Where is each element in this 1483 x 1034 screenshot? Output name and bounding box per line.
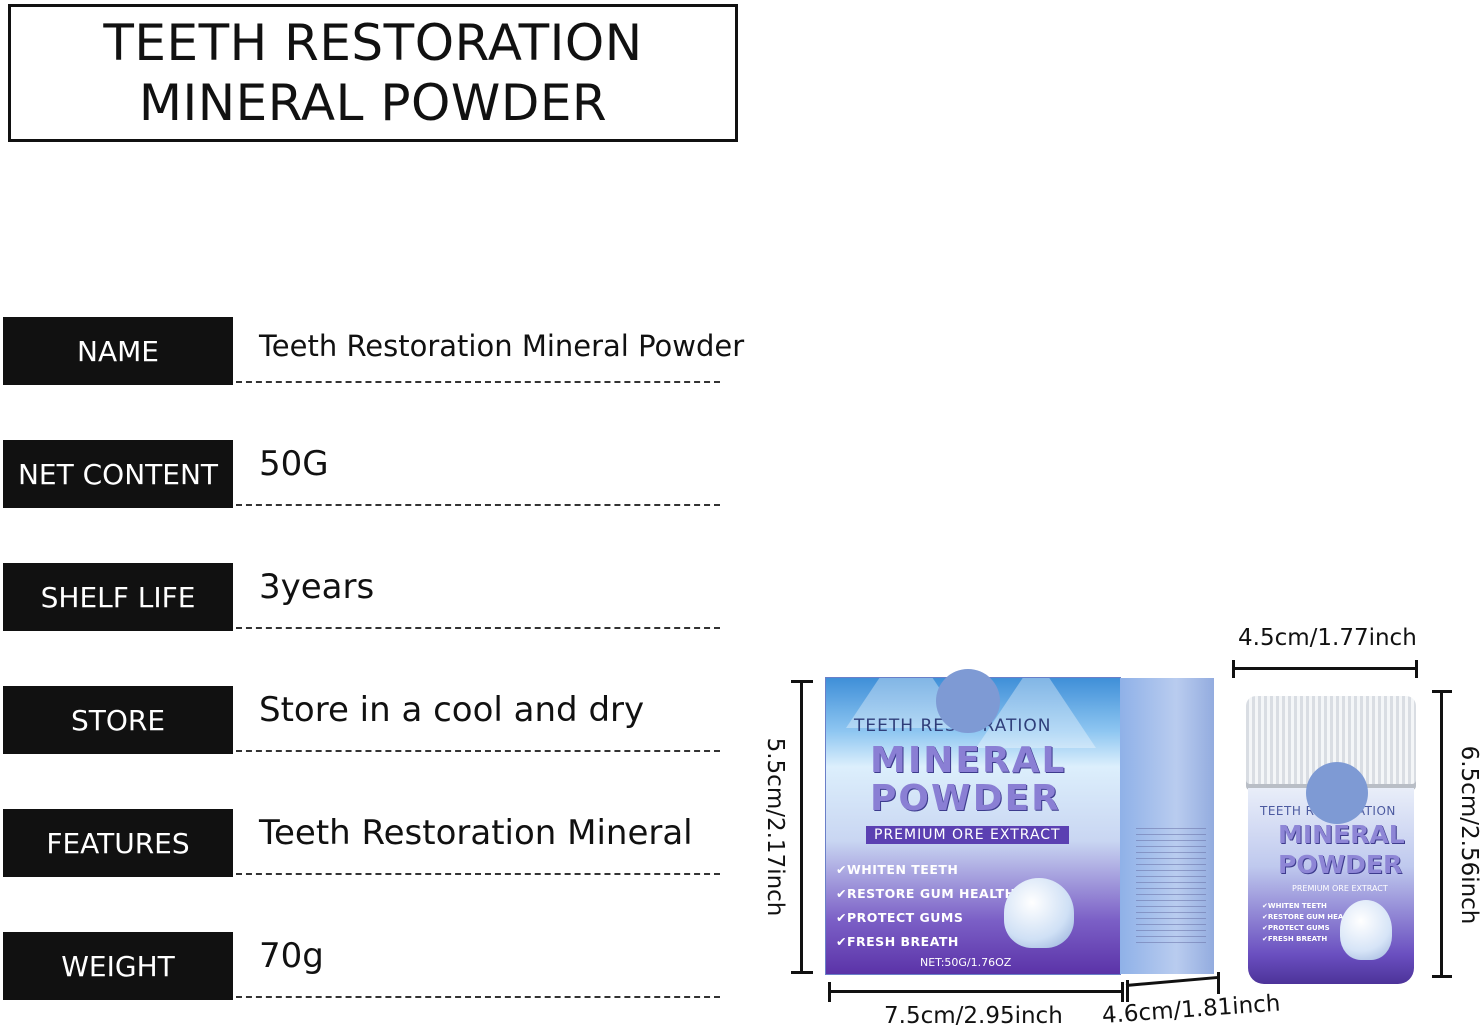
- spec-row-store: STORE Store in a cool and dry: [3, 686, 723, 756]
- logo-blur-spot: [1306, 762, 1368, 824]
- jar-tagline: PREMIUM ORE EXTRACT: [1292, 884, 1388, 893]
- spec-row-name: NAME Teeth Restoration Mineral Powder: [3, 317, 744, 387]
- box-side-fine-print: [1136, 828, 1206, 948]
- spec-label: NET CONTENT: [3, 440, 233, 508]
- dashed-divider: [236, 627, 720, 629]
- spec-label: STORE: [3, 686, 233, 754]
- dimension-bar: [1217, 972, 1220, 994]
- box-feature: ✔WHITEN TEETH: [836, 862, 959, 877]
- box-title-line-1: MINERAL: [870, 740, 1067, 781]
- box-height-label: 5.5cm/2.17inch: [762, 737, 788, 917]
- spec-value: 50G: [259, 444, 329, 484]
- dimension-bar: [1232, 660, 1235, 678]
- dimension-bar: [1126, 980, 1129, 1002]
- dimension-bar: [1415, 660, 1418, 678]
- jar-feature: ✔RESTORE GUM HEALTH: [1262, 913, 1358, 921]
- spec-row-net-content: NET CONTENT 50G: [3, 440, 723, 510]
- box-title-line-2: POWDER: [870, 778, 1061, 819]
- title-line-1: TEETH RESTORATION: [103, 14, 643, 72]
- spec-label: NAME: [3, 317, 233, 385]
- dimension-bar: [1232, 667, 1418, 670]
- jar-title-line-2: POWDER: [1278, 850, 1403, 879]
- box-feature: ✔FRESH BREATH: [836, 934, 959, 949]
- jar-width-label: 4.5cm/1.77inch: [1238, 625, 1417, 651]
- dimension-bar: [791, 971, 813, 974]
- title-box: TEETH RESTORATION MINERAL POWDER: [8, 4, 738, 142]
- spec-value: Store in a cool and dry: [259, 690, 645, 730]
- title-line-2: MINERAL POWDER: [138, 74, 608, 132]
- jar-feature: ✔WHITEN TEETH: [1262, 902, 1327, 910]
- dimension-bar: [828, 982, 831, 1002]
- dimension-bar: [1440, 690, 1443, 978]
- dashed-divider: [236, 873, 720, 875]
- dimension-bar: [800, 680, 803, 974]
- dashed-divider: [236, 996, 720, 998]
- jar-height-label: 6.5cm/2.56inch: [1456, 745, 1482, 925]
- box-width-label: 7.5cm/2.95inch: [884, 1003, 1063, 1029]
- logo-blur-spot: [936, 669, 1000, 733]
- spec-label: FEATURES: [3, 809, 233, 877]
- jar-feature: ✔PROTECT GUMS: [1262, 924, 1330, 932]
- spec-row-features: FEATURES Teeth Restoration Mineral: [3, 809, 723, 879]
- spec-row-weight: WEIGHT 70g: [3, 932, 723, 1002]
- jar-feature: ✔FRESH BREATH: [1262, 935, 1328, 943]
- dashed-divider: [236, 750, 720, 752]
- spec-value: Teeth Restoration Mineral Powder: [259, 329, 745, 363]
- box-net-weight: NET:50G/1.76OZ: [920, 956, 1012, 969]
- dimension-bar: [828, 990, 1124, 993]
- spec-label: WEIGHT: [3, 932, 233, 1000]
- box-feature: ✔PROTECT GUMS: [836, 910, 964, 925]
- box-tagline: PREMIUM ORE EXTRACT: [866, 826, 1069, 844]
- tooth-illustration: [1004, 878, 1074, 948]
- dashed-divider: [236, 381, 720, 383]
- spec-value: 70g: [259, 936, 324, 976]
- jar-title-line-1: MINERAL: [1278, 820, 1405, 849]
- tooth-illustration: [1340, 900, 1392, 960]
- dimension-bar: [1125, 975, 1220, 987]
- spec-label: SHELF LIFE: [3, 563, 233, 631]
- box-feature: ✔RESTORE GUM HEALTH: [836, 886, 1016, 901]
- spec-row-shelf-life: SHELF LIFE 3years: [3, 563, 723, 633]
- dashed-divider: [236, 504, 720, 506]
- product-box-side: [1120, 678, 1214, 974]
- spec-value: 3years: [259, 567, 375, 607]
- dimension-bar: [1432, 975, 1452, 978]
- dimension-bar: [1121, 982, 1124, 1002]
- spec-value: Teeth Restoration Mineral: [259, 813, 693, 853]
